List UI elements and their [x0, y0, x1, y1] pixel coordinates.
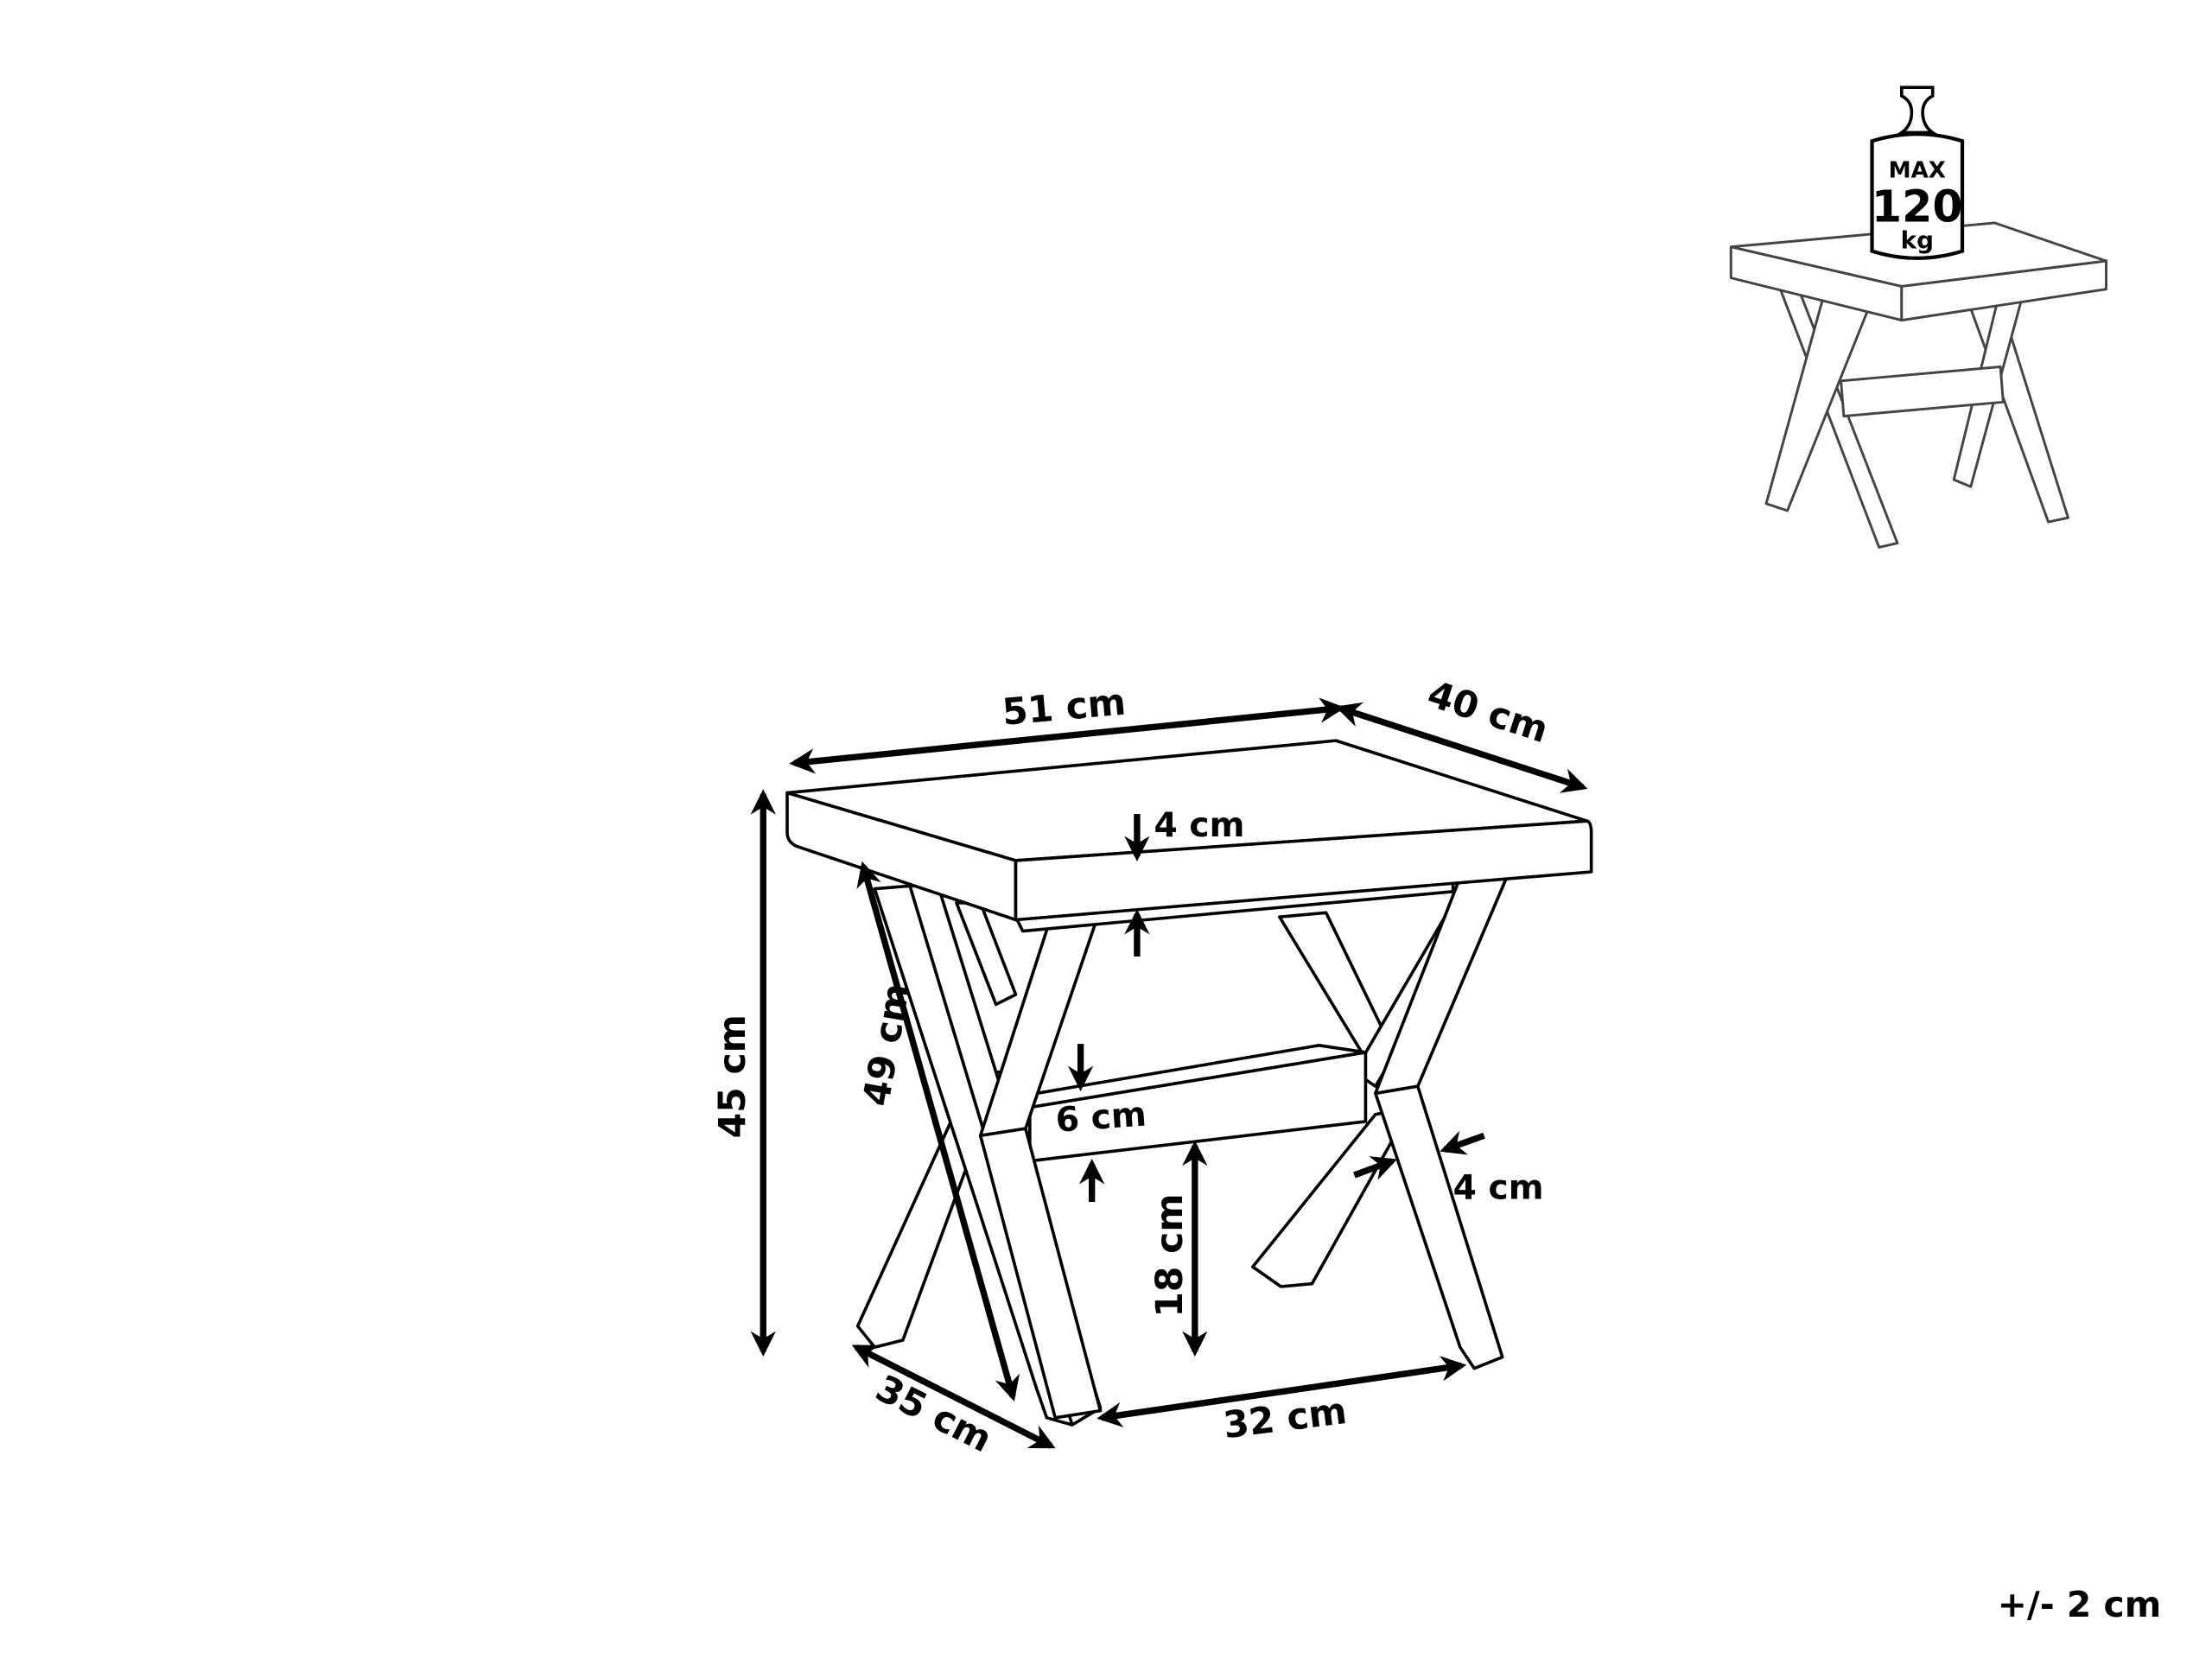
leg-width-arrow-right [1353, 1156, 1397, 1180]
shelf-clearance-label: 18 cm [1149, 1193, 1192, 1317]
front-legs [873, 875, 1509, 1427]
thumb-table-legs [1764, 288, 2069, 549]
height-label: 45 cm [712, 1014, 754, 1138]
width-label: 51 cm [1001, 682, 1128, 734]
load-capacity-illustration: MAX 120 kg [1729, 86, 2108, 549]
weight-icon: MAX 120 kg [1870, 86, 1965, 260]
base-depth-label: 35 cm [868, 1368, 998, 1462]
depth-arrow [1335, 702, 1588, 793]
load-max-label: MAX [1889, 158, 1946, 184]
shelf-thickness-label: 6 cm [1054, 1096, 1147, 1141]
tolerance-note: +/- 2 cm [1998, 1584, 2162, 1625]
width-arrow [789, 697, 1345, 774]
leg-width-arrow-left [1440, 1130, 1485, 1155]
load-unit: kg [1901, 226, 1934, 254]
leg-length-label: 49 cm [855, 980, 918, 1109]
top-thickness-label: 4 cm [1154, 806, 1245, 845]
load-value: 120 [1872, 181, 1963, 232]
base-depth-arrow [851, 1344, 1056, 1449]
dimension-arrows [750, 697, 1588, 1449]
leg-length-arrow [856, 861, 1020, 1402]
leg-width-label: 4 cm [1453, 1169, 1544, 1208]
base-width-arrow [1096, 1356, 1467, 1427]
